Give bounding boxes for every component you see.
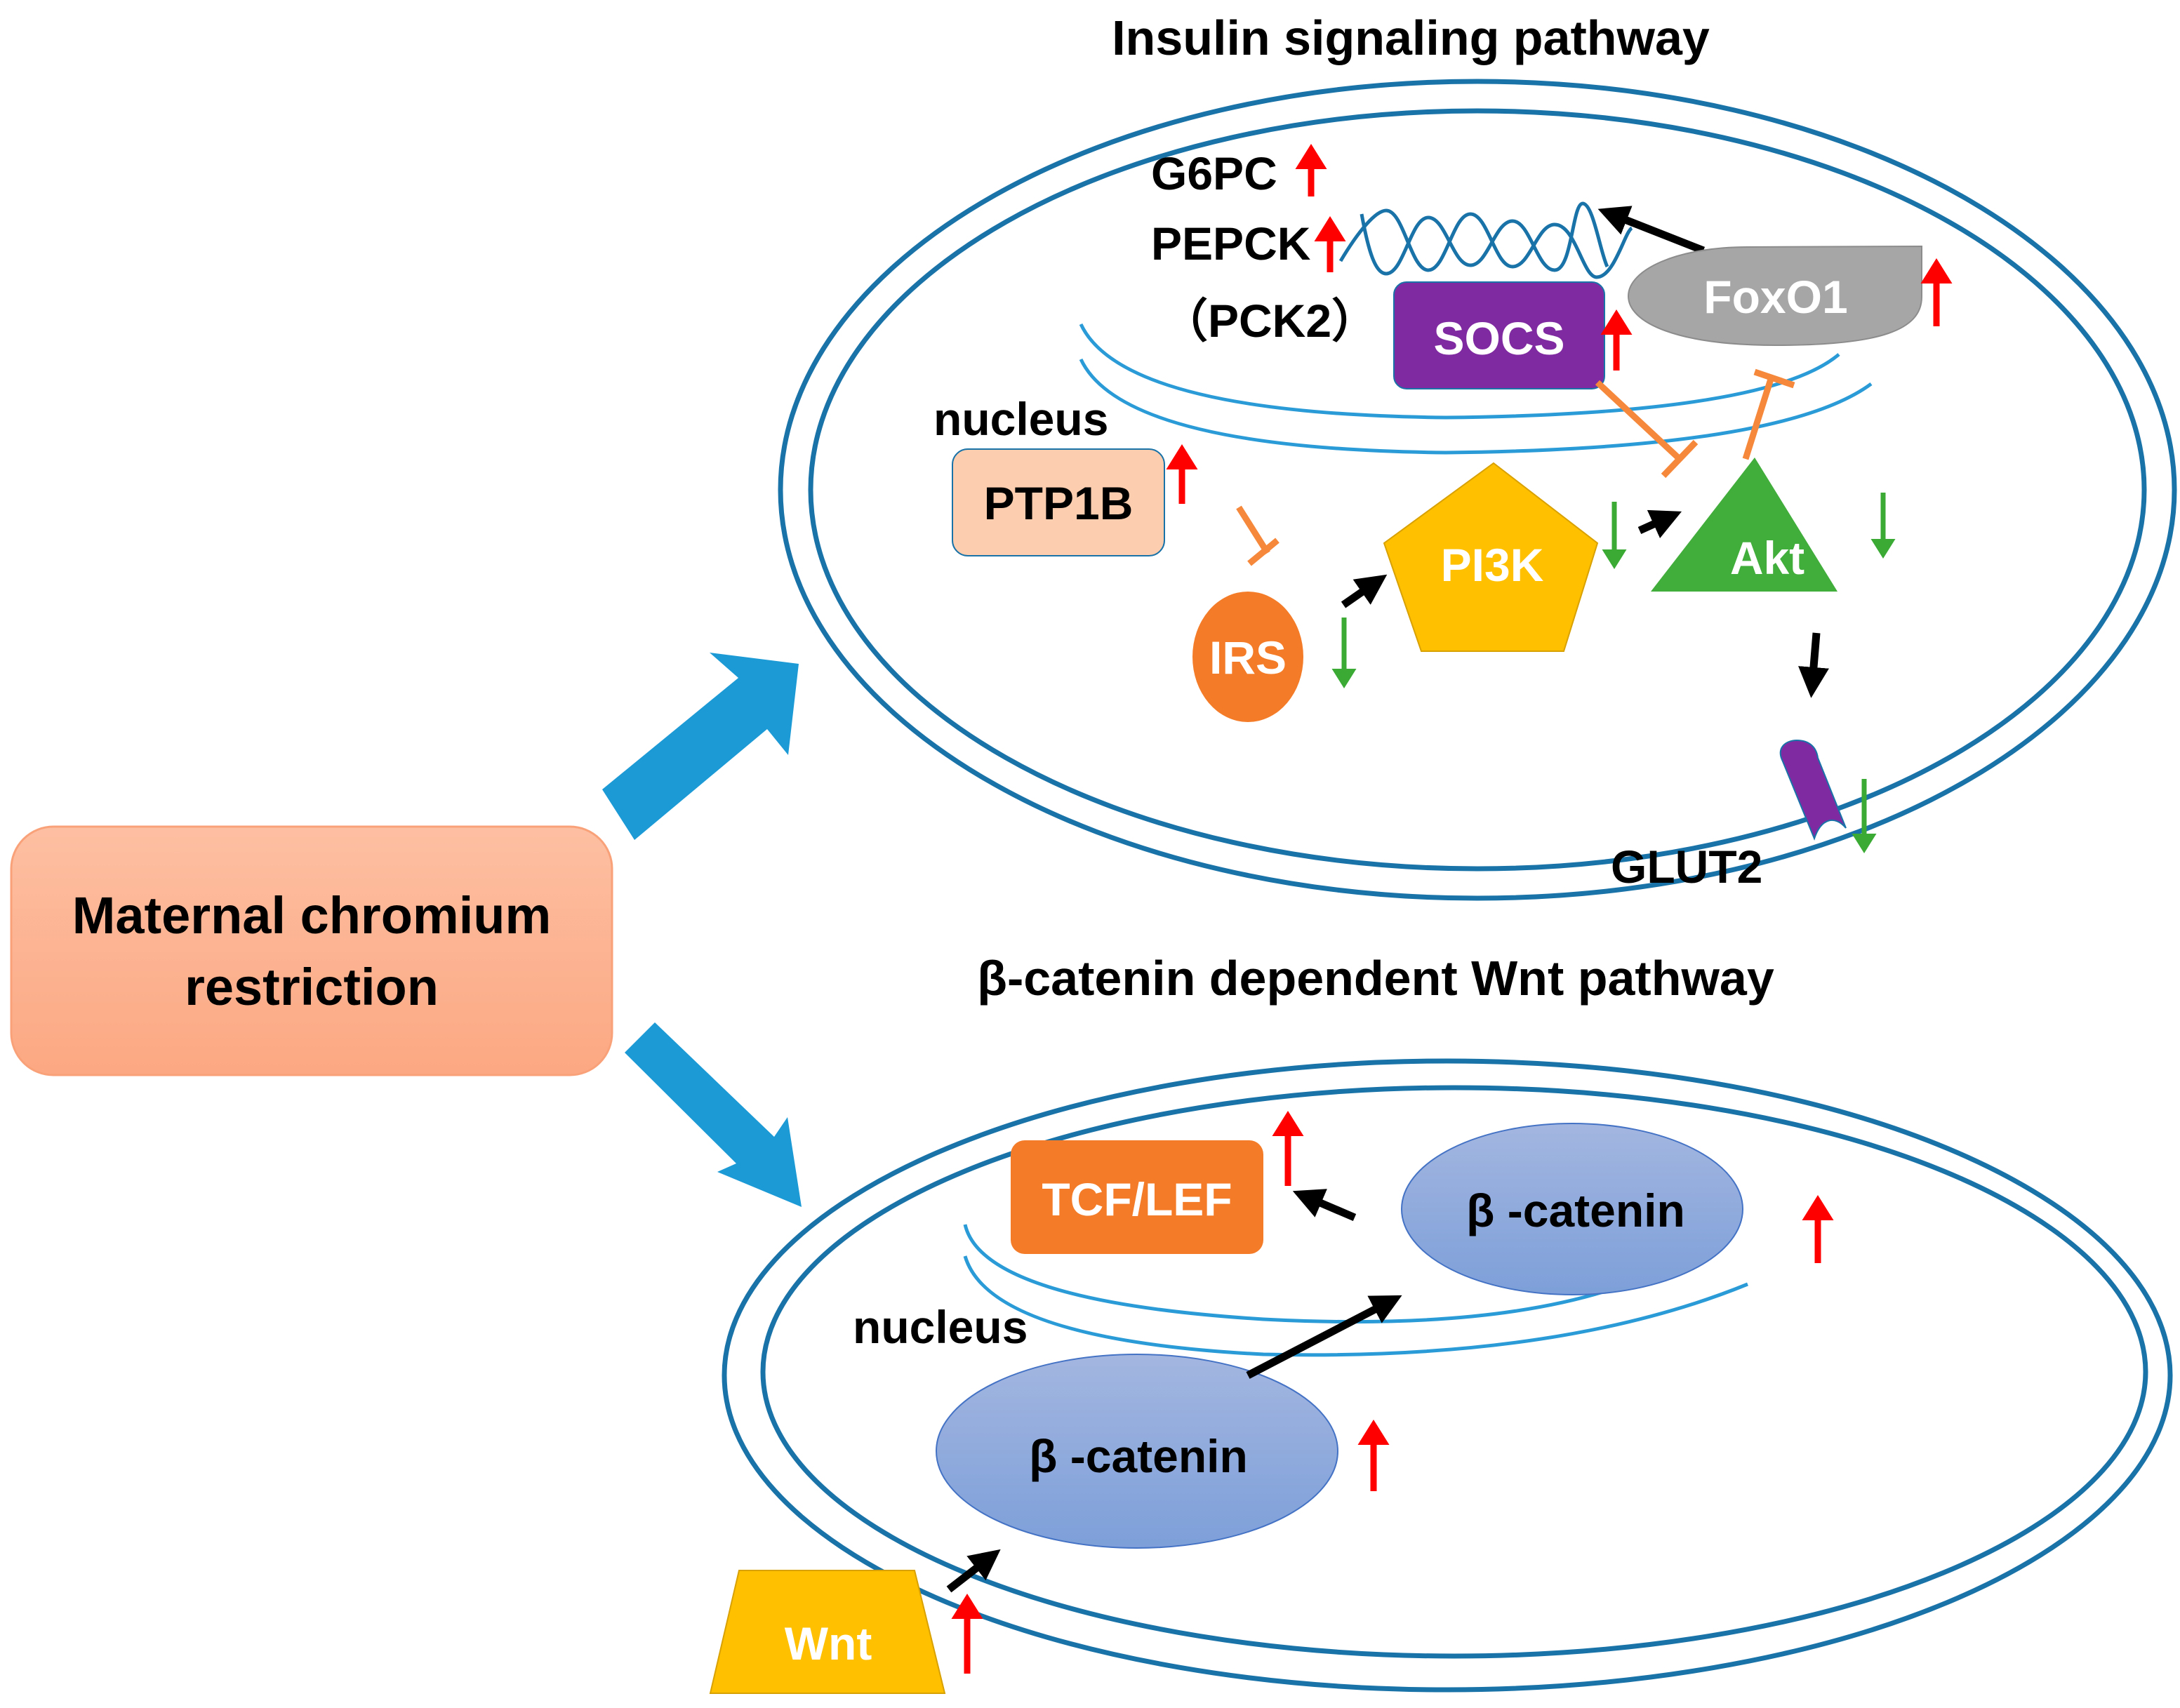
- foxo1-label: FoxO1: [1703, 271, 1847, 323]
- node-ptp1b: PTP1B: [952, 448, 1165, 556]
- node-socs: SOCS: [1393, 281, 1605, 389]
- wnt-nucleus-label: nucleus: [853, 1301, 1028, 1353]
- node-beta-catenin-cytoplasm: β -catenin: [936, 1354, 1338, 1549]
- glut2-transporter-icon: [1779, 739, 1847, 841]
- beta-catenin-nuclear-label: β -catenin: [1466, 1185, 1685, 1236]
- ptp1b-shape: [952, 448, 1165, 556]
- nuclear-membrane-arc-2: [1079, 358, 1873, 455]
- source-box: Maternal chromium restriction: [10, 825, 613, 1076]
- socs-label: SOCS: [1433, 312, 1564, 364]
- akt-inhibits-foxo1-icon: [1742, 368, 1795, 460]
- node-foxo1: FoxO1: [1627, 245, 1922, 347]
- foxo1-to-dna-arrow-icon: [1597, 206, 1706, 255]
- node-irs: IRS: [1192, 592, 1303, 722]
- dna-helix-icon: [1338, 201, 1633, 279]
- wnt-shape: [709, 1570, 946, 1694]
- node-tcf-lef: TCF/LEF: [1011, 1140, 1263, 1254]
- irs-shape: [1192, 592, 1303, 722]
- cell-membrane-outer: [778, 79, 2177, 901]
- socs-shape: [1393, 281, 1605, 389]
- node-pi3k: PI3K: [1383, 462, 1599, 652]
- irs-label: IRS: [1209, 632, 1287, 683]
- source-box-line2: restriction: [185, 958, 439, 1016]
- cell-membrane-inner: [808, 108, 2147, 872]
- wnt-label: Wnt: [785, 1617, 872, 1669]
- pi3k-shape: [1383, 462, 1599, 652]
- beta-catenin-nuclear-shape: [1401, 1123, 1743, 1295]
- wnt-to-beta-catenin-arrow-icon: [946, 1549, 1001, 1593]
- node-akt: Akt: [1651, 458, 1837, 592]
- ptp1b-inhibits-irs-icon: [1236, 505, 1280, 566]
- pi3k-label: PI3K: [1441, 539, 1544, 591]
- wnt-nuclear-membrane-arc-1: [963, 1224, 1665, 1324]
- pathway-arrow-up-icon: [602, 653, 799, 840]
- ptp1b-label: PTP1B: [984, 477, 1134, 529]
- tcf-lef-label: TCF/LEF: [1042, 1173, 1232, 1225]
- tcf-lef-shape: [1011, 1140, 1263, 1254]
- wnt-cell-membrane-outer: [722, 1058, 2173, 1693]
- gene-g6pc-label: G6PC: [1151, 147, 1277, 199]
- beta-catenin-cytoplasm-shape: [936, 1354, 1338, 1549]
- beta-catenin-cytoplasm-label: β -catenin: [1029, 1430, 1248, 1482]
- insulin-panel: Insulin signaling pathway nucleus G6PC P…: [778, 11, 2177, 901]
- foxo1-shape: [1627, 245, 1922, 347]
- wnt-panel-title: β-catenin dependent Wnt pathway: [977, 951, 1774, 1006]
- pathway-arrow-down-icon: [625, 1022, 802, 1207]
- node-wnt: Wnt: [709, 1570, 946, 1694]
- glut2-label: GLUT2: [1611, 841, 1762, 893]
- akt-shape: [1651, 458, 1837, 592]
- source-box-line1: Maternal chromium: [72, 886, 552, 945]
- wnt-cell-membrane-inner: [760, 1085, 2148, 1659]
- node-beta-catenin-nuclear: β -catenin: [1401, 1123, 1743, 1295]
- beta-catenin-translocation-arrow-icon: [1246, 1295, 1402, 1379]
- akt-to-glut2-arrow-icon: [1798, 632, 1829, 698]
- gene-pck2-label: （PCK2）: [1162, 295, 1378, 347]
- wnt-panel: β-catenin dependent Wnt pathway nucleus …: [709, 951, 2173, 1694]
- socs-inhibits-akt-icon: [1595, 380, 1699, 479]
- beta-catenin-to-tcf-lef-arrow-icon: [1292, 1189, 1357, 1222]
- gene-pepck-label: PEPCK: [1151, 218, 1311, 269]
- nucleus-label: nucleus: [933, 393, 1108, 445]
- source-box-shape: [10, 825, 613, 1076]
- irs-to-pi3k-arrow-icon: [1341, 574, 1388, 608]
- insulin-panel-title: Insulin signaling pathway: [1112, 11, 1710, 65]
- akt-label: Akt: [1730, 532, 1805, 584]
- pi3k-to-akt-arrow-icon: [1637, 509, 1682, 539]
